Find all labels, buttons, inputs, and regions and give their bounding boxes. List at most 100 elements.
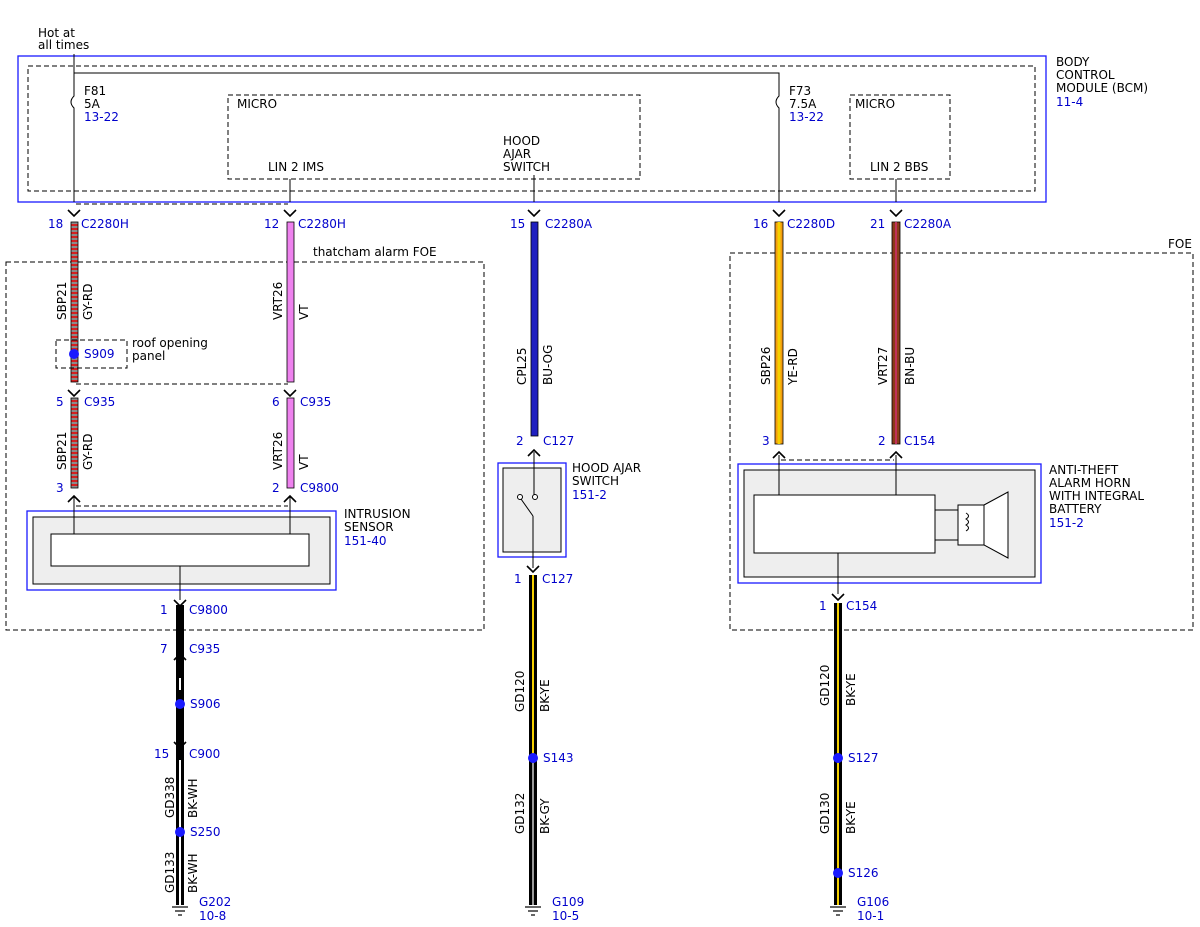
c935-7-pin: 7 bbox=[160, 642, 168, 656]
label-gd120-hood: GD120 bbox=[513, 671, 527, 712]
fuse-f81-symbol bbox=[70, 54, 75, 202]
hood-ajar-switch: HOOD AJAR SWITCH 151-2 bbox=[497, 452, 641, 568]
thatcham-foe-box bbox=[5, 261, 485, 631]
wire-vrt26-upper bbox=[286, 221, 295, 383]
hood-input-2: AJAR bbox=[503, 147, 531, 161]
pin-15: 15 bbox=[510, 217, 525, 231]
hot-label-2: all times bbox=[38, 38, 89, 52]
horn-label-4: BATTERY bbox=[1049, 502, 1102, 516]
c154-1-pin: 1 bbox=[819, 599, 827, 613]
micro1-lin: LIN 2 IMS bbox=[268, 160, 324, 174]
label-vrt26-bot: VRT26 bbox=[271, 432, 285, 470]
micro2-label: MICRO bbox=[855, 97, 895, 111]
splice-s909-label: S909 bbox=[84, 347, 115, 361]
label-bkye-hood: BK-YE bbox=[538, 679, 552, 712]
label-vt-bot: VT bbox=[297, 454, 311, 470]
label-gd132: GD132 bbox=[513, 793, 527, 834]
pin-16: 16 bbox=[753, 217, 768, 231]
wire-vrt26-lower bbox=[286, 397, 295, 489]
splice-s909 bbox=[69, 349, 79, 359]
conn-c2280h-b: C2280H bbox=[298, 217, 346, 231]
micro2-lin: LIN 2 BBS bbox=[870, 160, 928, 174]
c935-7-name: C935 bbox=[189, 642, 220, 656]
bcm-module: BODY CONTROL MODULE (BCM) 11-4 MICRO LIN… bbox=[17, 54, 1148, 203]
c9800-1-name: C9800 bbox=[189, 603, 228, 617]
conn-c2280a-a: C2280A bbox=[545, 217, 593, 231]
splice-s126-label: S126 bbox=[848, 866, 879, 880]
c127-1-name: C127 bbox=[542, 572, 573, 586]
label-vrt26-top: VRT26 bbox=[271, 282, 285, 320]
hood-switch-ref: 151-2 bbox=[572, 488, 607, 502]
c127-2-pin: 2 bbox=[516, 434, 524, 448]
c9800-1-pin: 1 bbox=[160, 603, 168, 617]
label-gyrd-bot: GY-RD bbox=[81, 433, 95, 470]
ground-g106-ref: 10-1 bbox=[857, 909, 884, 923]
fuse-f73-ref: 13-22 bbox=[789, 110, 824, 124]
splice-s906 bbox=[175, 699, 185, 709]
label-gd120-horn: GD120 bbox=[818, 665, 832, 706]
ground-g202-ref: 10-8 bbox=[199, 909, 226, 923]
fuse-f81-name: F81 bbox=[84, 84, 106, 98]
label-gyrd-top: GY-RD bbox=[81, 283, 95, 320]
splice-points: S906 S250 S143 S127 S126 bbox=[175, 697, 879, 880]
intrusion-label-2: SENSOR bbox=[344, 520, 394, 534]
bcm-pin-labels: 18 C2280H 12 C2280H 15 C2280A 16 C2280D … bbox=[48, 217, 952, 231]
hot-label-1: Hot at bbox=[38, 26, 75, 40]
c9800-3-pin: 3 bbox=[56, 481, 64, 495]
label-bnbu: BN-BU bbox=[903, 347, 917, 385]
label-yerd: YE-RD bbox=[786, 348, 800, 386]
pin-18: 18 bbox=[48, 217, 63, 231]
fuse-f73-rating: 7.5A bbox=[789, 97, 817, 111]
ground-symbols bbox=[172, 906, 846, 916]
label-bkye-gd130: BK-YE bbox=[844, 801, 858, 834]
c935-6-pin: 6 bbox=[272, 395, 280, 409]
roof-label-2: panel bbox=[132, 349, 165, 363]
label-bkwh-2: BK-WH bbox=[186, 853, 200, 893]
wire-labels: SBP21 GY-RD VRT26 VT SBP21 GY-RD VRT26 V… bbox=[55, 282, 917, 893]
fuse-f81-ref: 13-22 bbox=[84, 110, 119, 124]
horn-ref: 151-2 bbox=[1049, 516, 1084, 530]
label-vrt27: VRT27 bbox=[876, 347, 890, 385]
fuse-f73-symbol bbox=[74, 72, 780, 202]
hood-switch-label-1: HOOD AJAR bbox=[572, 461, 641, 475]
c154-3-pin: 3 bbox=[762, 434, 770, 448]
roof-panel-box bbox=[55, 339, 128, 369]
c127-1-pin: 1 bbox=[514, 572, 522, 586]
label-buog: BU-OG bbox=[541, 345, 555, 385]
c127-2-name: C127 bbox=[543, 434, 574, 448]
label-sbp21-bot: SBP21 bbox=[55, 432, 69, 470]
splice-s906-label: S906 bbox=[190, 697, 221, 711]
c900-pin: 15 bbox=[154, 747, 169, 761]
label-gd133: GD133 bbox=[163, 852, 177, 893]
foe-box bbox=[729, 252, 1194, 631]
label-sbp21-top: SBP21 bbox=[55, 282, 69, 320]
label-cpl25: CPL25 bbox=[515, 347, 529, 385]
ground-g109: G109 bbox=[552, 895, 584, 909]
hood-switch-label-2: SWITCH bbox=[572, 474, 619, 488]
bcm-title-2: CONTROL bbox=[1056, 68, 1115, 82]
pin-21: 21 bbox=[870, 217, 885, 231]
c9800-2-pin: 2 bbox=[272, 481, 280, 495]
horn-label-2: ALARM HORN bbox=[1049, 476, 1131, 490]
c154-1-name: C154 bbox=[846, 599, 877, 613]
conn-c2280h-a: C2280H bbox=[81, 217, 129, 231]
c900-name: C900 bbox=[189, 747, 220, 761]
conn-c2280d: C2280D bbox=[787, 217, 835, 231]
c935-5-name: C935 bbox=[84, 395, 115, 409]
splice-s143-label: S143 bbox=[543, 751, 574, 765]
splice-s143 bbox=[528, 753, 538, 763]
splice-s126 bbox=[833, 868, 843, 878]
label-bkgy: BK-GY bbox=[538, 798, 552, 834]
intrusion-label-1: INTRUSION bbox=[344, 507, 411, 521]
foe-label: FOE bbox=[1168, 237, 1192, 251]
c935-6-name: C935 bbox=[300, 395, 331, 409]
wire-sbp21-lower bbox=[70, 397, 79, 489]
fuse-f73-name: F73 bbox=[789, 84, 811, 98]
wire-sbp21-upper bbox=[70, 221, 79, 383]
hood-input-3: SWITCH bbox=[503, 160, 550, 174]
splice-s127-label: S127 bbox=[848, 751, 879, 765]
roof-label-1: roof opening bbox=[132, 336, 208, 350]
micro1-label: MICRO bbox=[237, 97, 277, 111]
intrusion-sensor: INTRUSION SENSOR 151-40 bbox=[26, 496, 411, 600]
